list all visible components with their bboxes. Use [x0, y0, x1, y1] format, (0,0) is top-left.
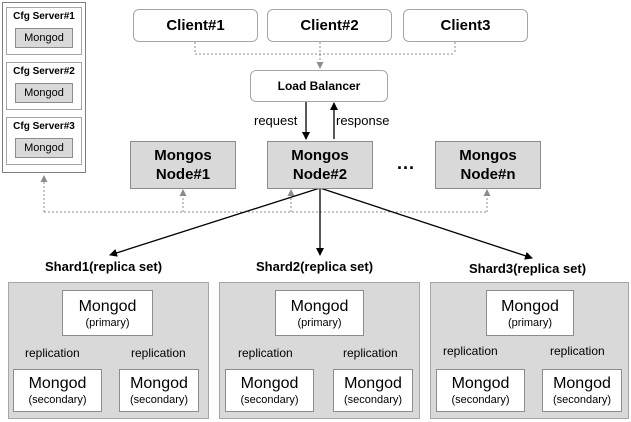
- config-mongod: Mongod: [15, 28, 73, 48]
- route-shard1: [109, 187, 321, 257]
- replication-label: replication: [131, 346, 186, 360]
- shard-2-secondary-2: Mongod(secondary): [333, 369, 413, 412]
- replication-label: replication: [25, 346, 80, 360]
- shard-2-title: Shard2(replica set): [256, 259, 374, 274]
- replication-label: replication: [550, 344, 605, 358]
- shard-1-secondary-2: Mongod(secondary): [119, 369, 199, 412]
- shard-3-title: Shard3(replica set): [469, 261, 587, 276]
- shard-3-secondary-1: Mongod(secondary): [436, 369, 525, 412]
- replication-label: replication: [443, 344, 498, 358]
- replication-label: replication: [343, 346, 398, 360]
- client-1: Client#1: [133, 9, 258, 42]
- replication-label: replication: [238, 346, 293, 360]
- config-server-2: Cfg Server#2 Mongod: [6, 62, 82, 110]
- shard-1-primary: Mongod(primary): [62, 290, 153, 336]
- config-server-3: Cfg Server#3 Mongod: [6, 117, 82, 165]
- config-mongod: Mongod: [15, 83, 73, 103]
- shard-2-secondary-1: Mongod(secondary): [225, 369, 314, 412]
- client-3: Client3: [403, 9, 528, 42]
- response-label: response: [336, 113, 390, 128]
- mongos-ellipsis: ...: [397, 153, 416, 173]
- config-mongod: Mongod: [15, 138, 73, 158]
- config-server-1: Cfg Server#1 Mongod: [6, 7, 82, 55]
- shard-1-secondary-1: Mongod(secondary): [13, 369, 102, 412]
- load-balancer: Load Balancer: [250, 70, 388, 102]
- shard-1-title: Shard1(replica set): [45, 259, 163, 274]
- shard-3-secondary-2: Mongod(secondary): [542, 369, 622, 412]
- route-shard3: [319, 187, 533, 260]
- shard-3-primary: Mongod(primary): [486, 290, 574, 336]
- shard-2-primary: Mongod(primary): [275, 290, 364, 336]
- request-label: request: [254, 113, 298, 128]
- client-2: Client#2: [267, 9, 392, 42]
